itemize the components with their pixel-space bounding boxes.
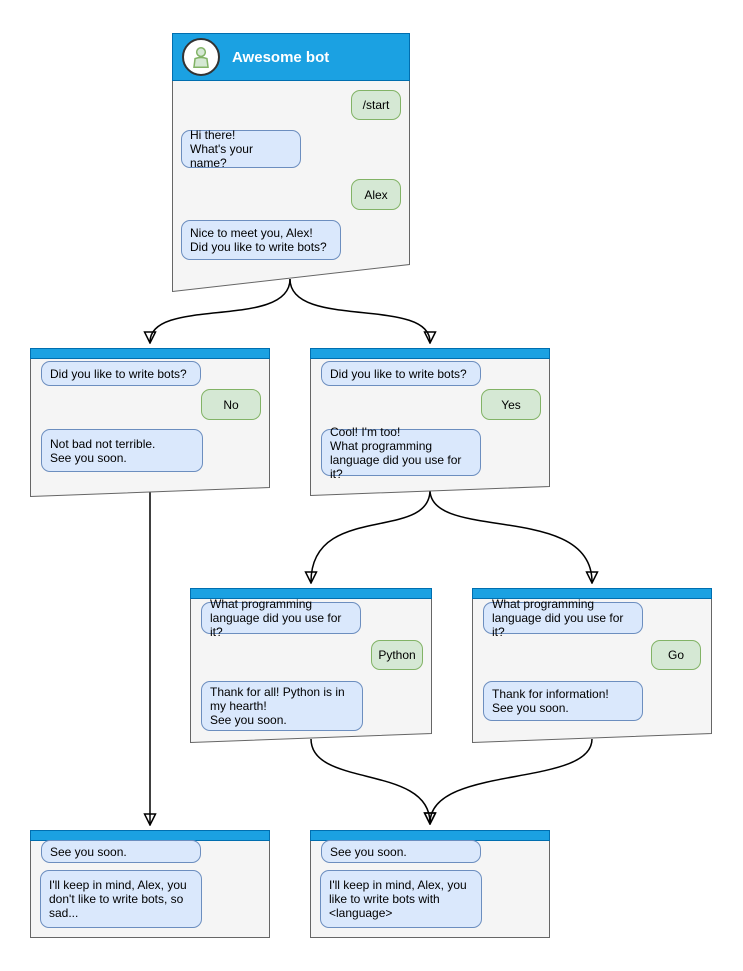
avatar: [182, 38, 220, 76]
window-header: [472, 588, 712, 599]
chat-window-end-negative: See you soon. I'll keep in mind, Alex, y…: [30, 830, 270, 938]
window-header: Awesome bot: [172, 33, 410, 81]
chat-window-start: Awesome bot /start Hi there! What's your…: [172, 33, 410, 292]
chat-window-end-positive: See you soon. I'll keep in mind, Alex, y…: [310, 830, 550, 938]
bot-title: Awesome bot: [232, 48, 330, 66]
bot-message-bubble: Nice to meet you, Alex! Did you like to …: [181, 220, 341, 260]
edge-start-to-yes: [289, 278, 430, 342]
bot-message-bubble: Cool! I'm too! What programming language…: [321, 425, 481, 481]
chat-window-branch-no: Did you like to write bots? No Not bad n…: [30, 348, 270, 497]
chat-window-branch-go: What programming language did you use fo…: [472, 588, 712, 743]
user-message-bubble: Alex: [351, 179, 401, 210]
edge-go-to-end-positive: [430, 738, 593, 823]
bot-message-bubble: Thank for all! Python is in my hearth! S…: [201, 681, 363, 731]
user-message-bubble: Python: [371, 640, 423, 670]
bot-message-bubble: Hi there! What's your name?: [181, 128, 301, 170]
chat-window-branch-yes: Did you like to write bots? Yes Cool! I'…: [310, 348, 550, 496]
window-header: [30, 348, 270, 359]
bot-message-bubble: Did you like to write bots?: [41, 361, 201, 386]
bot-message-bubble: Not bad not terrible. See you soon.: [41, 429, 203, 472]
chat-window-branch-python: What programming language did you use fo…: [190, 588, 432, 743]
user-message-bubble: /start: [351, 90, 401, 120]
bot-message-bubble: I'll keep in mind, Alex, you don't like …: [40, 870, 202, 928]
bot-message-bubble: Thank for information! See you soon.: [483, 681, 643, 721]
bot-message-bubble: I'll keep in mind, Alex, you like to wri…: [320, 870, 482, 928]
bot-message-bubble: See you soon.: [321, 840, 481, 863]
edge-python-to-end-positive: [310, 738, 430, 823]
bot-message-bubble: What programming language did you use fo…: [483, 597, 643, 639]
bot-message-bubble: See you soon.: [41, 840, 201, 863]
user-message-bubble: Go: [651, 640, 701, 670]
edge-yes-to-python: [311, 489, 431, 582]
bot-message-bubble: What programming language did you use fo…: [201, 597, 361, 639]
person-icon: [193, 47, 209, 69]
bot-message-bubble: Did you like to write bots?: [321, 361, 481, 386]
edge-yes-to-go: [429, 489, 592, 582]
edge-start-to-no: [150, 278, 291, 342]
window-header: [190, 588, 432, 599]
user-message-bubble: No: [201, 389, 261, 420]
user-message-bubble: Yes: [481, 389, 541, 420]
window-header: [310, 348, 550, 359]
